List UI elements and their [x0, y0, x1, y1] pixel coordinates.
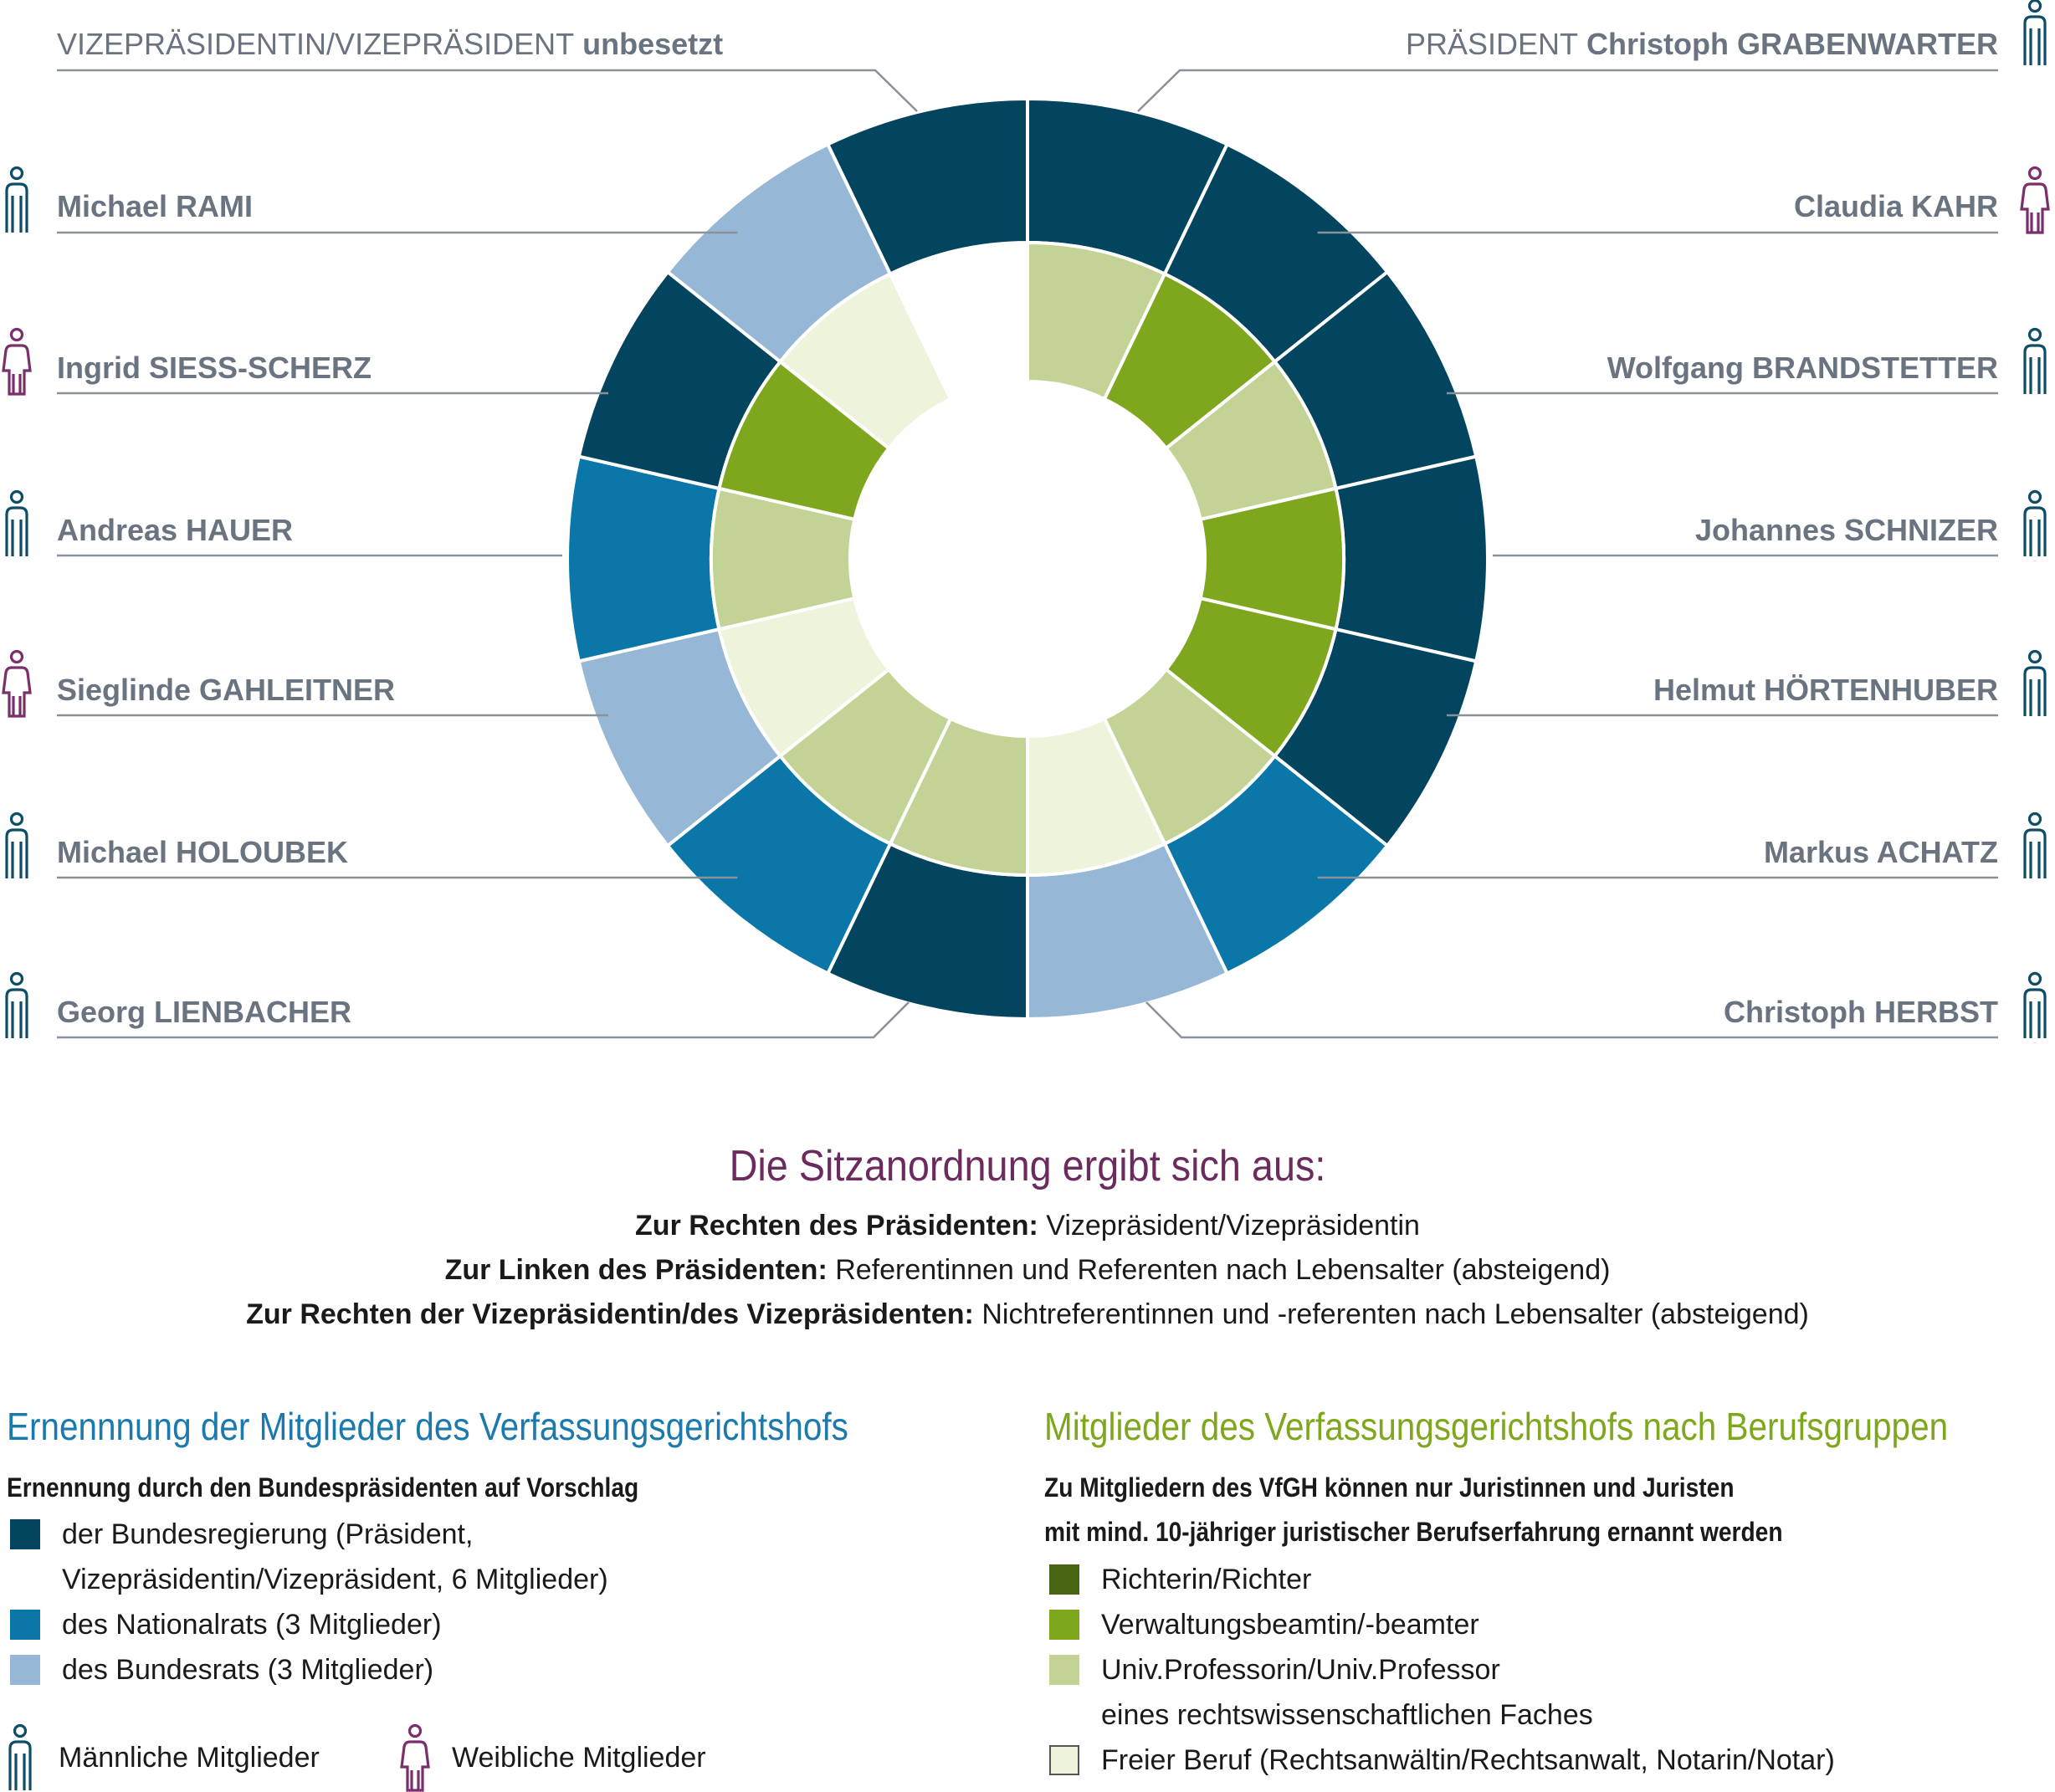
male-icon [2023, 649, 2047, 716]
male-icon [2023, 812, 2047, 878]
male-icon [5, 489, 28, 556]
female-icon [2, 327, 32, 396]
male-icon [2023, 489, 2047, 556]
president-role: PRÄSIDENT [1405, 27, 1578, 61]
seating-rule-3-text: Nichtreferentinnen und -referenten nach … [973, 1298, 1809, 1330]
female-icon [2020, 166, 2050, 234]
female-icon [2, 649, 32, 718]
legend-nationalrat-label: des Nationalrats (3 Mitglieder) [62, 1609, 442, 1641]
seating-rule-2-bold: Zur Linken des Präsidenten: [444, 1254, 828, 1286]
seating-rule-3: Zur Rechten der Vizepräsidentin/des Vize… [0, 1298, 2055, 1331]
legend-verwaltung: Verwaltungsbeamtin/-beamter [1049, 1602, 1479, 1647]
female-icon [400, 1723, 430, 1792]
legend-professor: Univ.Professorin/Univ.Professor [1049, 1647, 1500, 1692]
legend-nationalrat: des Nationalrats (3 Mitglieder) [10, 1602, 442, 1647]
legend-freier-beruf: Freier Beruf (Rechtsanwältin/Rechtsanwal… [1049, 1738, 1835, 1783]
legend-bundesregierung: der Bundesregierung (Präsident, [10, 1512, 473, 1557]
leader-line-lienbacher [57, 1001, 910, 1039]
member-wolfgang-brandstetter: Wolfgang BRANDSTETTER [1607, 351, 1998, 385]
member-sieglinde-gahleitner: Sieglinde GAHLEITNER [57, 673, 396, 707]
legend-male: Männliche Mitglieder [7, 1723, 320, 1792]
leader-line-herbst [1145, 1001, 1998, 1039]
outer-segment-hauer [566, 454, 721, 663]
member-johannes-schnizer: Johannes SCHNIZER [1694, 513, 1998, 547]
swatch-bundesrat [10, 1655, 40, 1685]
outer-segment-vice-president [825, 96, 1029, 277]
member-markus-achatz: Markus ACHATZ [1763, 835, 1998, 869]
member-helmut-hoertenhuber: Helmut HÖRTENHUBER [1653, 673, 1998, 707]
president-name: Christoph GRABENWARTER [1586, 27, 1998, 61]
leader-lines [57, 69, 1998, 1039]
member-president: PRÄSIDENT Christoph GRABENWARTER [1406, 28, 1998, 61]
legend-bundesrat-label: des Bundesrats (3 Mitglieder) [62, 1654, 434, 1686]
seating-rule-3-bold: Zur Rechten der Vizepräsidentin/des Vize… [246, 1298, 974, 1330]
member-michael-rami: Michael RAMI [57, 189, 254, 223]
seating-ring [566, 96, 1489, 1021]
legend-bundesregierung-label: der Bundesregierung (Präsident, [62, 1518, 474, 1550]
swatch-bundesregierung [10, 1519, 40, 1549]
member-michael-holoubek: Michael HOLOUBEK [57, 835, 349, 869]
member-ingrid-siess-scherz: Ingrid SIESS-SCHERZ [57, 351, 372, 385]
male-icon [2023, 327, 2047, 394]
seating-rule-1: Zur Rechten des Präsidenten: Vizepräside… [0, 1209, 2055, 1242]
male-icon [2023, 971, 2047, 1038]
legend-richter: Richterin/Richter [1049, 1557, 1311, 1602]
legend-freier-beruf-label: Freier Beruf (Rechtsanwältin/Rechtsanwal… [1101, 1744, 1835, 1776]
member-claudia-kahr: Claudia KAHR [1793, 189, 1998, 223]
appointment-heading: Ernennnung der Mitglieder des Verfassung… [7, 1405, 848, 1448]
vice-president-role: VIZEPRÄSIDENTIN/VIZEPRÄSIDENT [57, 27, 575, 61]
male-icon [5, 166, 28, 233]
leader-line-grabenwarter [1137, 69, 1998, 112]
seating-rule-1-bold: Zur Rechten des Präsidenten: [635, 1210, 1038, 1242]
legend-female: Weibliche Mitglieder [400, 1723, 706, 1792]
male-icon [8, 1723, 32, 1790]
male-icon [2023, 0, 2047, 65]
legend-male-label: Männliche Mitglieder [59, 1741, 320, 1774]
swatch-richter [1049, 1564, 1079, 1595]
swatch-nationalrat [10, 1610, 40, 1640]
appointment-subheading: Ernennung durch den Bundespräsidenten au… [7, 1472, 639, 1503]
member-christoph-herbst: Christoph HERBST [1724, 995, 1998, 1029]
legend-verwaltung-label: Verwaltungsbeamtin/-beamter [1101, 1609, 1479, 1641]
vice-president-name: unbesetzt [582, 27, 724, 61]
legend-bundesregierung-cont: Vizepräsidentin/Vizepräsident, 6 Mitglie… [62, 1564, 608, 1595]
seating-rule-2: Zur Linken des Präsidenten: Referentinne… [0, 1253, 2055, 1287]
profession-heading: Mitglieder des Verfassungsgerichtshofs n… [1044, 1405, 1949, 1448]
legend-professor-label: Univ.Professorin/Univ.Professor [1101, 1654, 1500, 1686]
swatch-verwaltung [1049, 1610, 1079, 1640]
legend-professor-cont: eines rechtswissenschaftlichen Faches [1101, 1699, 1593, 1731]
legend-female-label: Weibliche Mitglieder [452, 1741, 706, 1774]
seating-rule-1-text: Vizepräsident/Vizepräsidentin [1038, 1210, 1420, 1242]
swatch-freier-beruf [1049, 1745, 1079, 1775]
male-icon [5, 812, 28, 878]
seating-rule-2-text: Referentinnen und Referenten nach Lebens… [827, 1254, 1611, 1286]
outer-segment-schnizer [1334, 454, 1489, 663]
profession-subheading-1: Zu Mitgliedern des VfGH können nur Juris… [1044, 1472, 1735, 1503]
seating-title: Die Sitzanordnung ergibt sich aus: [729, 1142, 1326, 1190]
swatch-professor [1049, 1655, 1079, 1685]
member-vice-president: VIZEPRÄSIDENTIN/VIZEPRÄSIDENT unbesetzt [57, 28, 723, 61]
male-icon [5, 971, 28, 1038]
profession-subheading-2: mit mind. 10-jähriger juristischer Beruf… [1044, 1517, 1783, 1547]
legend-richter-label: Richterin/Richter [1101, 1564, 1312, 1595]
member-andreas-hauer: Andreas HAUER [57, 513, 294, 547]
leader-line-vice-president [57, 69, 918, 112]
member-georg-lienbacher: Georg LIENBACHER [57, 995, 352, 1029]
legend-bundesrat: des Bundesrats (3 Mitglieder) [10, 1647, 433, 1692]
